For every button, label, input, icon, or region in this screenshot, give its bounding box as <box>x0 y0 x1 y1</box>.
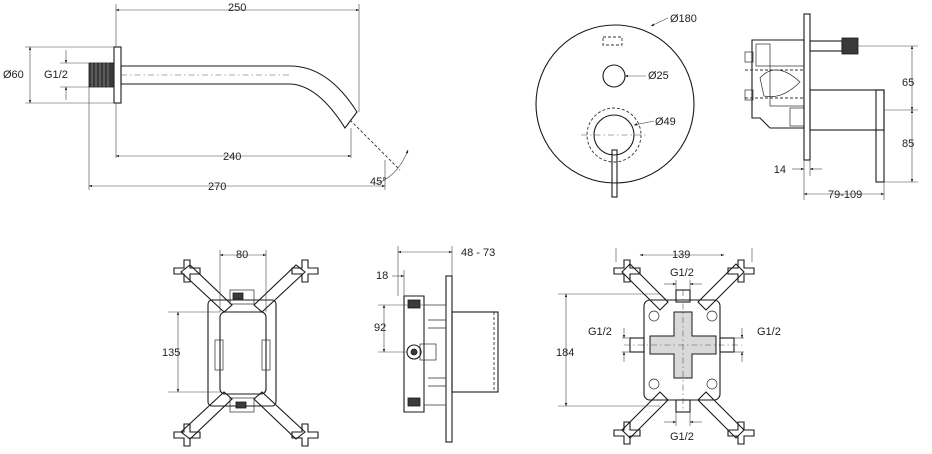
port-bottom <box>675 399 691 413</box>
spout-body <box>120 65 358 129</box>
side-lower-height-label: 85 <box>902 138 914 150</box>
faceplate-view: Ø180 Ø25 Ø49 <box>535 13 697 198</box>
port-right-label: G1/2 <box>757 326 781 338</box>
spout-view: 45° Ø60 G1/2 250 240 270 <box>3 2 409 193</box>
handle-diameter-label: Ø49 <box>655 116 676 128</box>
side-upper-height-label: 65 <box>902 77 914 89</box>
faceplate-logo-slot <box>602 36 623 46</box>
box-side-height-label: 92 <box>374 322 386 334</box>
box-side-sleeve <box>451 311 499 393</box>
spout-length-240-label: 240 <box>223 151 241 163</box>
spout-wall-flange <box>113 46 122 104</box>
side-cover-plate <box>803 13 811 161</box>
mounting-box-side-view: 48 - 73 18 92 <box>374 246 499 443</box>
port-top-label: G1/2 <box>670 267 694 279</box>
diverter-knob <box>602 64 626 88</box>
side-handle-body <box>809 89 885 131</box>
box-side-block <box>403 295 425 413</box>
box-side-depth-label: 48 - 73 <box>461 247 495 259</box>
box-front-height-label: 135 <box>162 347 180 359</box>
box-front-cavity <box>219 311 267 395</box>
side-diverter-knob <box>841 37 859 55</box>
side-housing <box>751 39 805 129</box>
valve-side-view: 65 85 14 79-109 <box>744 13 918 201</box>
side-depth-label: 79-109 <box>828 189 862 201</box>
spout-flow-line <box>349 119 401 171</box>
port-left-label: G1/2 <box>588 326 612 338</box>
port-right <box>719 337 735 353</box>
port-left <box>629 337 645 353</box>
faceplate-circle <box>535 24 695 184</box>
box-side-offset-label: 18 <box>376 270 388 282</box>
box-back-width-label: 139 <box>672 249 690 261</box>
mounting-box-back-view: 139 G1/2 G1/2 G1/2 G1/2 184 <box>556 248 781 445</box>
side-diverter-shaft <box>809 40 843 52</box>
side-plate-offset-label: 14 <box>774 164 786 176</box>
spout-length-270-label: 270 <box>208 181 226 193</box>
mixer-handle-base <box>593 114 635 156</box>
box-front-width-label: 80 <box>236 249 248 261</box>
box-front-corner-hooks <box>173 259 319 447</box>
port-top <box>675 289 691 303</box>
box-back-height-label: 184 <box>556 347 574 359</box>
mixer-lever <box>611 149 618 198</box>
box-side-plate <box>445 275 453 443</box>
mounting-box-front-view: 80 135 <box>162 249 319 447</box>
spout-thread-label: G1/2 <box>44 69 68 81</box>
spout-length-250-label: 250 <box>228 2 246 14</box>
side-handle-lever <box>875 89 885 183</box>
spout-diameter-label: Ø60 <box>3 69 24 81</box>
port-bottom-label: G1/2 <box>670 431 694 443</box>
plate-diameter-label: Ø180 <box>670 13 697 25</box>
box-back-corner-hooks <box>613 259 755 445</box>
diverter-diameter-label: Ø25 <box>648 70 669 82</box>
spout-thread-stub <box>88 62 115 88</box>
